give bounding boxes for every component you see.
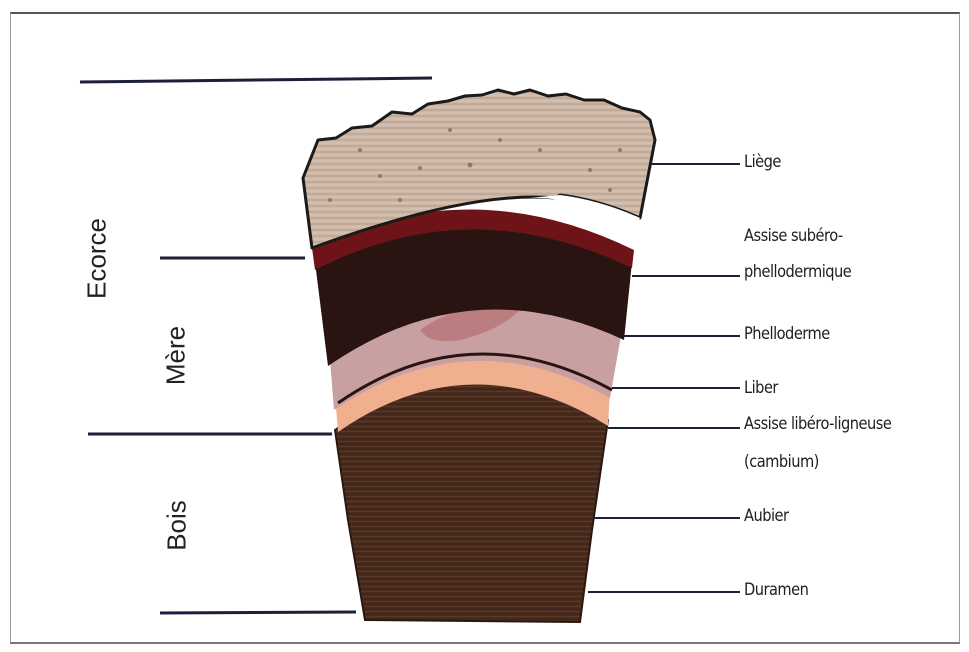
ecorce-top-line [80,78,432,82]
label-phelloderme: Phelloderme [744,324,830,344]
bois-layer [335,377,608,622]
label-assise-subero-2: phellodermique [744,262,851,282]
bois-bottom-line [160,612,356,613]
label-assise-subero-1: Assise subéro- [744,226,843,246]
label-duramen: Duramen [744,580,808,600]
mere-label: Mère [161,276,192,436]
label-liege: Liège [744,152,781,172]
label-aubier: Aubier [744,506,789,526]
bois-label: Bois [162,446,193,606]
label-assise-libero-1: Assise libéro-ligneuse [744,414,891,434]
label-assise-libero-2: (cambium) [744,452,819,472]
label-liber: Liber [744,378,778,398]
ecorce-label: Ecorce [82,179,113,339]
